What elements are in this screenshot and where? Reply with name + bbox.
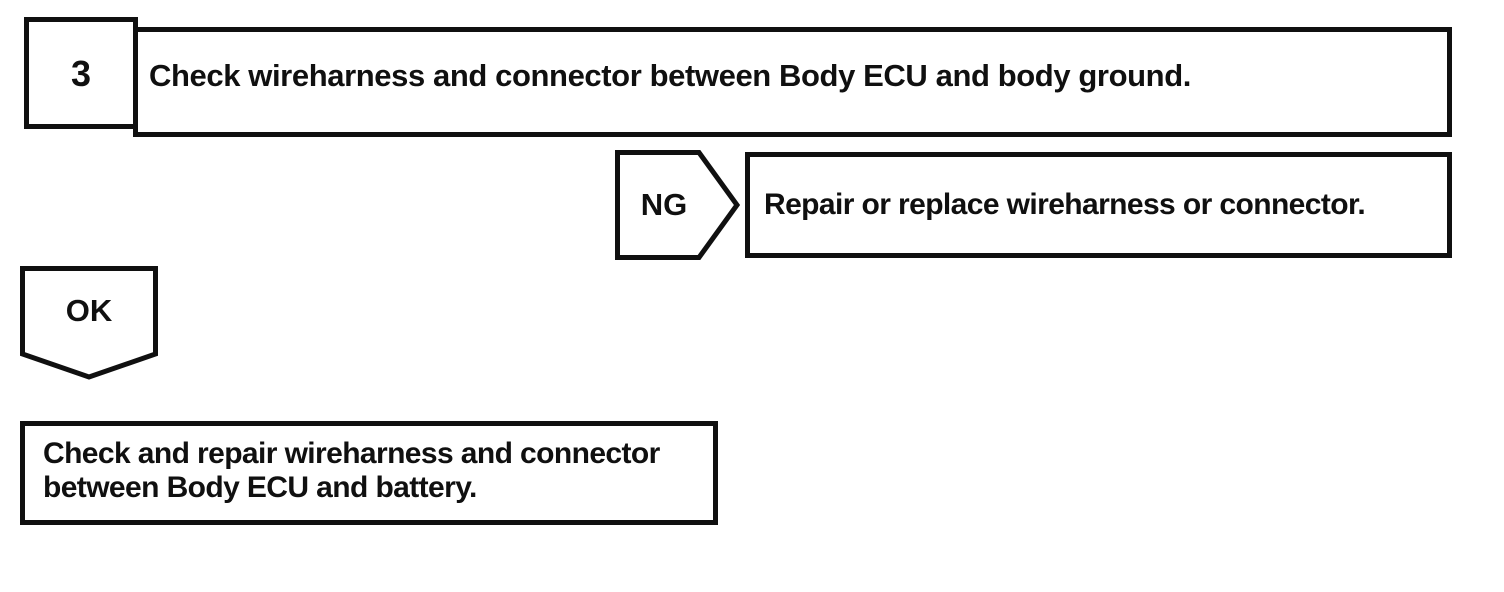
ng-action-text: Repair or replace wireharness or connect…	[764, 188, 1366, 221]
ng-action-box: Repair or replace wireharness or connect…	[745, 152, 1452, 258]
step-number: 3	[70, 53, 92, 94]
step-number-cell: 3	[24, 17, 138, 129]
ng-label: NG	[640, 187, 688, 222]
ok-label: OK	[65, 293, 113, 328]
ng-connector-shape: NG	[615, 150, 741, 260]
next-step-line-2: between Body ECU and battery.	[43, 471, 477, 504]
next-step-box: Check and repair wireharness and connect…	[20, 421, 718, 525]
ok-connector-shape: OK	[20, 266, 158, 380]
next-step-line-1: Check and repair wireharness and connect…	[43, 437, 660, 470]
ng-pentagon-icon	[615, 150, 741, 260]
ok-pentagon-icon	[20, 266, 158, 380]
step-instruction-box: Check wireharness and connector between …	[133, 27, 1452, 137]
step-instruction-text: Check wireharness and connector between …	[149, 58, 1191, 93]
